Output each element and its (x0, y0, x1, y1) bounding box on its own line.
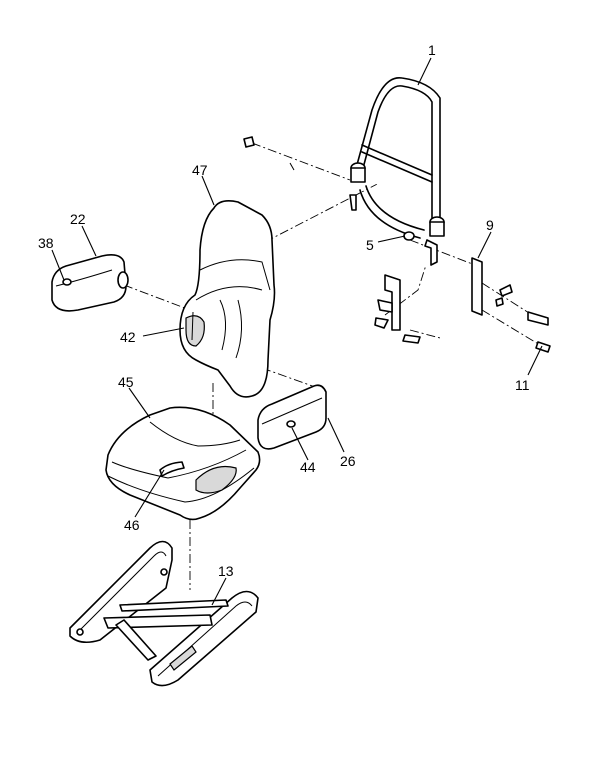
bolt-set (495, 284, 551, 353)
left-armrest (51, 254, 129, 312)
top-screw (243, 136, 295, 171)
callout-1: 1 (428, 42, 436, 58)
seat-cushion (105, 406, 261, 521)
right-armrest (257, 384, 327, 450)
callout-9: 9 (486, 217, 494, 233)
callout-45: 45 (118, 374, 134, 390)
guard-frame (349, 77, 445, 239)
leader-lines (51, 57, 543, 606)
callout-22: 22 (70, 211, 86, 227)
mounting-plate (471, 257, 483, 316)
mounting-bracket (374, 239, 438, 344)
callout-labels: 1 5 9 11 13 22 26 38 42 44 45 46 47 (38, 42, 530, 579)
callout-42: 42 (120, 329, 136, 345)
callout-26: 26 (340, 453, 356, 469)
seat-back (179, 200, 276, 398)
callout-46: 46 (124, 517, 140, 533)
callout-38: 38 (38, 235, 54, 251)
callout-44: 44 (300, 459, 316, 475)
callout-5: 5 (366, 237, 374, 253)
washer (403, 231, 415, 241)
callout-47: 47 (192, 162, 208, 178)
assembly-center-lines (123, 142, 541, 590)
callout-13: 13 (218, 563, 234, 579)
seat-frame (69, 540, 259, 687)
callout-11: 11 (515, 377, 530, 393)
